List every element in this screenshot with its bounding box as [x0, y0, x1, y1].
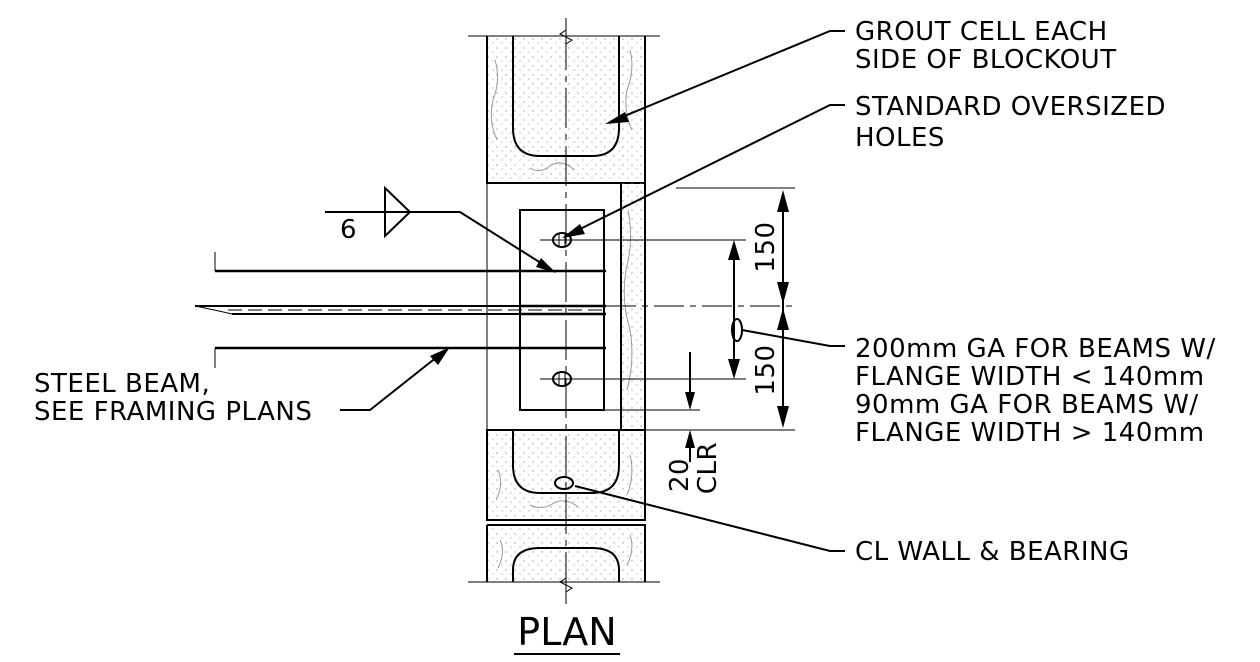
masonry-wall [468, 18, 660, 604]
note-gauge-3: 90mm GA FOR BEAMS W/ [855, 390, 1199, 420]
note-oversized-holes-1: STANDARD OVERSIZED [855, 92, 1166, 122]
note-grout-cell-2: SIDE OF BLOCKOUT [855, 45, 1117, 75]
leader-cl-wall [554, 476, 845, 552]
dimension-upper-150: 150 [751, 221, 781, 272]
cmu-block-bottom [468, 524, 660, 583]
dimension-clearance [604, 352, 700, 462]
note-gauge-2: FLANGE WIDTH < 140mm [855, 362, 1205, 392]
note-gauge-1: 200mm GA FOR BEAMS W/ [855, 334, 1216, 364]
note-gauge-4: FLANGE WIDTH > 140mm [855, 418, 1205, 448]
note-cl-wall: CL WALL & BEARING [855, 537, 1130, 567]
hole-centerlines [540, 239, 746, 380]
leader-steel-beam [340, 347, 450, 411]
bearing-plate [519, 209, 606, 411]
weld-size: 6 [340, 215, 357, 245]
clearance-value: 20 [665, 458, 695, 492]
leader-gauge [741, 329, 845, 347]
weld-symbol [325, 185, 556, 273]
drawing-title: PLAN [517, 610, 616, 654]
note-oversized-holes-2: HOLES [855, 123, 945, 153]
dimension-outer [640, 187, 795, 431]
dimension-lower-150: 150 [751, 344, 781, 395]
leader-oversized-holes [562, 104, 845, 238]
leader-grout-cell [605, 30, 845, 124]
note-steel-beam-2: SEE FRAMING PLANS [34, 397, 312, 427]
clearance-label: CLR [693, 442, 723, 494]
note-grout-cell-1: GROUT CELL EACH [855, 17, 1108, 47]
dimension-gauge [728, 240, 743, 379]
cmu-block-top [468, 35, 660, 184]
note-steel-beam-1: STEEL BEAM, [34, 369, 210, 399]
